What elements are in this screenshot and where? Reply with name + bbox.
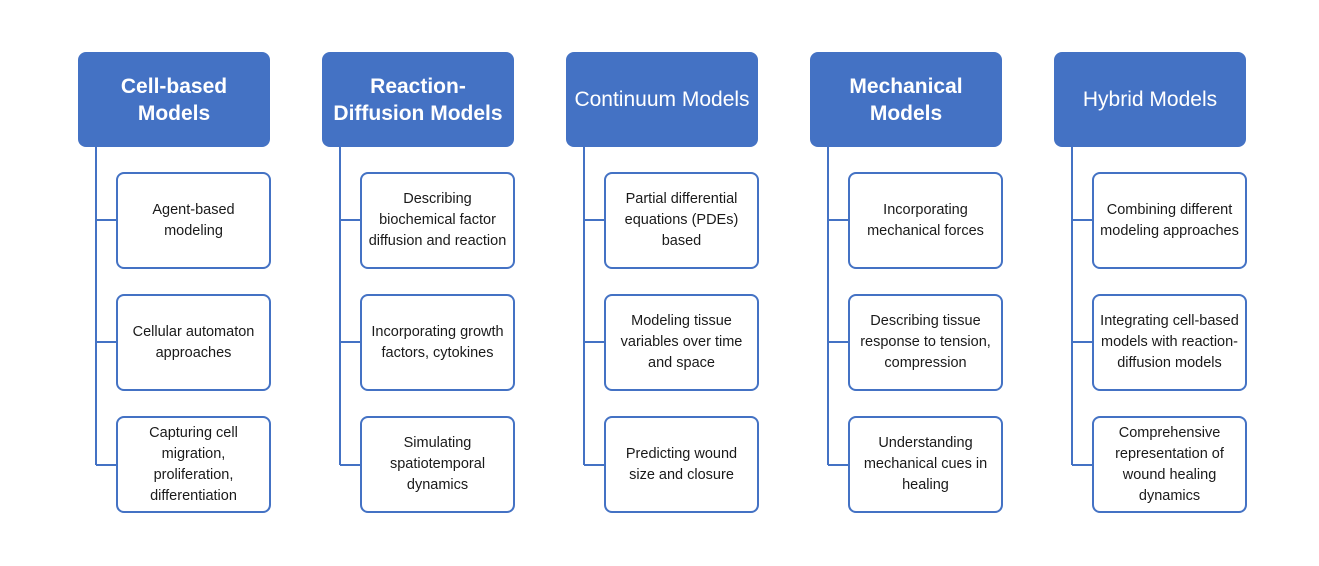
column-item: Comprehensive representation of wound he… xyxy=(1092,416,1247,513)
column-cell-based-models: Cell-based Models Agent-based modeling C… xyxy=(78,0,278,566)
column-item: Integrating cell-based models with react… xyxy=(1092,294,1247,391)
column-item: Partial differential equations (PDEs) ba… xyxy=(604,172,759,269)
column-mechanical-models: Mechanical Models Incorporating mechanic… xyxy=(810,0,1010,566)
column-item: Simulating spatiotemporal dynamics xyxy=(360,416,515,513)
column-header: Reaction-Diffusion Models xyxy=(322,52,514,147)
column-item: Describing tissue response to tension, c… xyxy=(848,294,1003,391)
column-item: Combining different modeling approaches xyxy=(1092,172,1247,269)
column-header: Mechanical Models xyxy=(810,52,1002,147)
column-item: Understanding mechanical cues in healing xyxy=(848,416,1003,513)
column-item: Predicting wound size and closure xyxy=(604,416,759,513)
column-header: Cell-based Models xyxy=(78,52,270,147)
column-item: Agent-based modeling xyxy=(116,172,271,269)
column-item: Incorporating growth factors, cytokines xyxy=(360,294,515,391)
column-item: Cellular automaton approaches xyxy=(116,294,271,391)
column-header: Continuum Models xyxy=(566,52,758,147)
column-hybrid-models: Hybrid Models Combining different modeli… xyxy=(1054,0,1254,566)
column-item: Incorporating mechanical forces xyxy=(848,172,1003,269)
column-item: Capturing cell migration, proliferation,… xyxy=(116,416,271,513)
column-reaction-diffusion-models: Reaction-Diffusion Models Describing bio… xyxy=(322,0,522,566)
column-continuum-models: Continuum Models Partial differential eq… xyxy=(566,0,766,566)
column-item: Describing biochemical factor diffusion … xyxy=(360,172,515,269)
column-item: Modeling tissue variables over time and … xyxy=(604,294,759,391)
column-header: Hybrid Models xyxy=(1054,52,1246,147)
